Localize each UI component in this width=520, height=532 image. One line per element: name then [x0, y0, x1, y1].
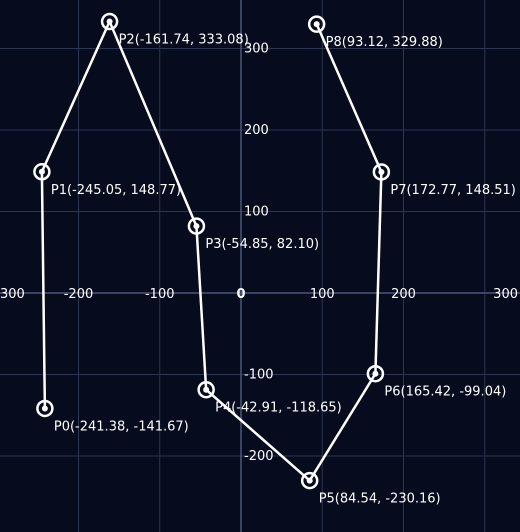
point-marker-center-p0: [41, 405, 48, 412]
point-label-p1: P1(-245.05, 148.77): [51, 183, 181, 198]
point-marker-p0: [36, 399, 54, 418]
x-tick-label: 300: [493, 287, 518, 302]
y-tick-label: 200: [244, 123, 269, 138]
point-label-p5: P5(84.54, -230.16): [319, 492, 441, 507]
y-tick-label: -100: [244, 368, 274, 383]
x-tick-label: 0: [236, 287, 245, 302]
x-tick-label: 300: [0, 287, 25, 302]
y-tick-label: 300: [244, 42, 269, 57]
point-marker-center-p3: [193, 223, 200, 230]
point-label-p7: P7(172.77, 148.51): [390, 183, 516, 198]
point-marker-center-p5: [306, 477, 313, 484]
point-marker-p1: [33, 163, 51, 181]
point-marker-p4: [197, 380, 215, 399]
point-marker-center-p4: [203, 386, 210, 393]
tick-labels: 300 -200 -100 0 100 200 300 -200 -100 100 200 300: [0, 42, 518, 465]
point-marker-p8: [307, 15, 326, 33]
x-tick-label: -200: [64, 287, 94, 302]
point-marker-p2: [100, 12, 119, 31]
y-tick-label: -200: [244, 449, 274, 464]
point-label-p0: P0(-241.38, -141.67): [54, 419, 189, 434]
point-marker-center-p6: [372, 370, 379, 377]
x-tick-label: 100: [310, 287, 335, 302]
point-labels: P0(-241.38, -141.67) P1(-245.05, 148.77) P…: [51, 33, 516, 507]
points-group: [33, 12, 391, 490]
point-label-p6: P6(165.42, -99.04): [384, 385, 506, 400]
point-label-p2: P2(-161.74, 333.08): [119, 33, 249, 48]
point-marker-p5: [300, 471, 319, 490]
x-tick-label: -100: [145, 287, 175, 302]
point-marker-p7: [372, 163, 391, 181]
point-marker-p6: [366, 364, 385, 383]
point-label-p4: P4(-42.91, -118.65): [215, 401, 342, 416]
point-marker-center-p1: [38, 168, 45, 175]
x-tick-label: 200: [391, 287, 416, 302]
point-label-p3: P3(-54.85, 82.10): [205, 237, 319, 252]
point-marker-center-p8: [313, 21, 320, 28]
point-marker-center-p7: [378, 168, 385, 175]
point-label-p8: P8(93.12, 329.88): [326, 35, 443, 50]
y-tick-label: 100: [244, 205, 269, 220]
point-marker-center-p2: [106, 18, 113, 25]
point-marker-p3: [187, 217, 206, 235]
